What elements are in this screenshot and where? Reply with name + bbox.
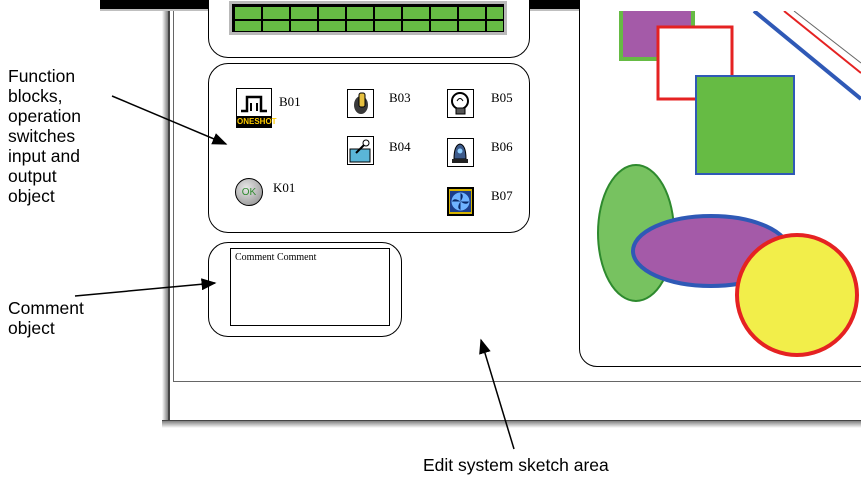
label-b01: B01 [279, 94, 301, 109]
oneshot-icon[interactable]: ONESHOT [236, 88, 277, 128]
label-b06: B06 [491, 139, 513, 154]
frame-left-line [168, 11, 170, 426]
label-b03: B03 [389, 90, 411, 105]
output-switch-icon[interactable] [347, 136, 374, 165]
green-square [695, 75, 795, 175]
callout-function-blocks: Function blocks, operation switches inpu… [8, 66, 81, 206]
lamp-icon[interactable] [447, 89, 474, 118]
ok-label: OK [241, 186, 257, 198]
comment-object[interactable]: Comment Comment [230, 248, 390, 326]
function-blocks-group[interactable]: ONESHOT B01 B03 B04 B05 B06 [208, 63, 530, 233]
oneshot-caption: ONESHOT [237, 116, 277, 127]
shapes-canvas [597, 11, 861, 357]
thin-diagonal-line [793, 11, 861, 64]
comment-group[interactable]: Comment Comment [208, 242, 402, 337]
fan-icon[interactable] [447, 187, 474, 216]
yellow-circle [735, 233, 859, 357]
blue-diagonal-line [752, 11, 861, 101]
scroll-gutter [173, 382, 861, 420]
label-k01: K01 [273, 180, 296, 195]
frame-bottom-bevel [162, 420, 861, 428]
label-b07: B07 [491, 188, 513, 203]
callout-comment-object: Comment object [8, 298, 84, 338]
comment-text: Comment Comment [235, 252, 317, 263]
label-b04: B04 [389, 139, 411, 154]
ok-button-icon[interactable]: OK [235, 178, 263, 206]
buzzer-icon[interactable] [447, 138, 474, 167]
toggle-switch-icon[interactable] [347, 89, 374, 118]
red-diagonal-line [783, 11, 861, 74]
callout-edit-area: Edit system sketch area [423, 455, 609, 475]
frame-left-bevel [162, 11, 168, 426]
green-grid [229, 1, 507, 35]
label-b05: B05 [491, 90, 513, 105]
display-group[interactable] [208, 0, 530, 58]
